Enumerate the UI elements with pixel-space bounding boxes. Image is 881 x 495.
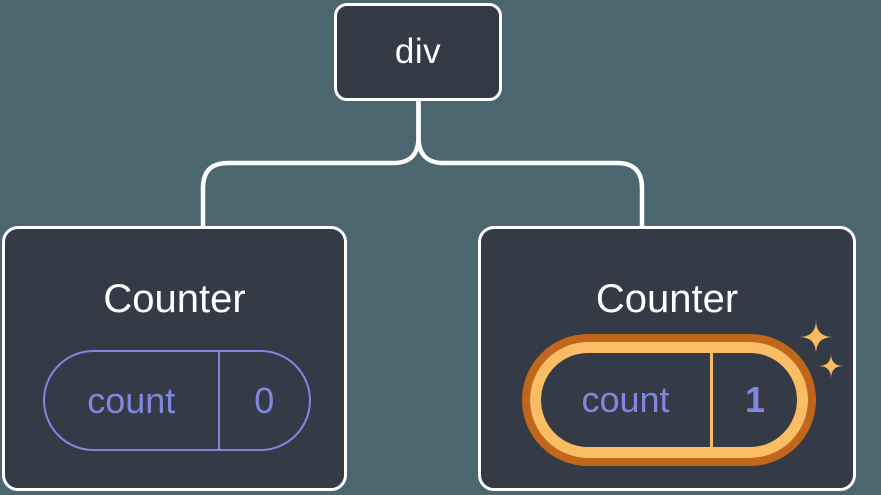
tree-node-div: div <box>334 3 502 101</box>
state-pill: count 0 <box>43 350 311 451</box>
tree-node-counter-right: Counter count 1 <box>478 226 856 491</box>
state-value: 0 <box>254 379 275 421</box>
state-pill-highlighted: count 1 <box>530 342 808 458</box>
state-value: 1 <box>744 379 766 420</box>
div-node-label: div <box>394 32 442 71</box>
component-name-label: Counter <box>595 277 739 321</box>
state-key-label: count <box>541 353 713 447</box>
component-name-label: Counter <box>103 277 246 321</box>
tree-node-counter-left: Counter count 0 <box>2 226 347 491</box>
state-key-label: count <box>45 352 220 449</box>
sparkles-icon <box>799 320 844 379</box>
